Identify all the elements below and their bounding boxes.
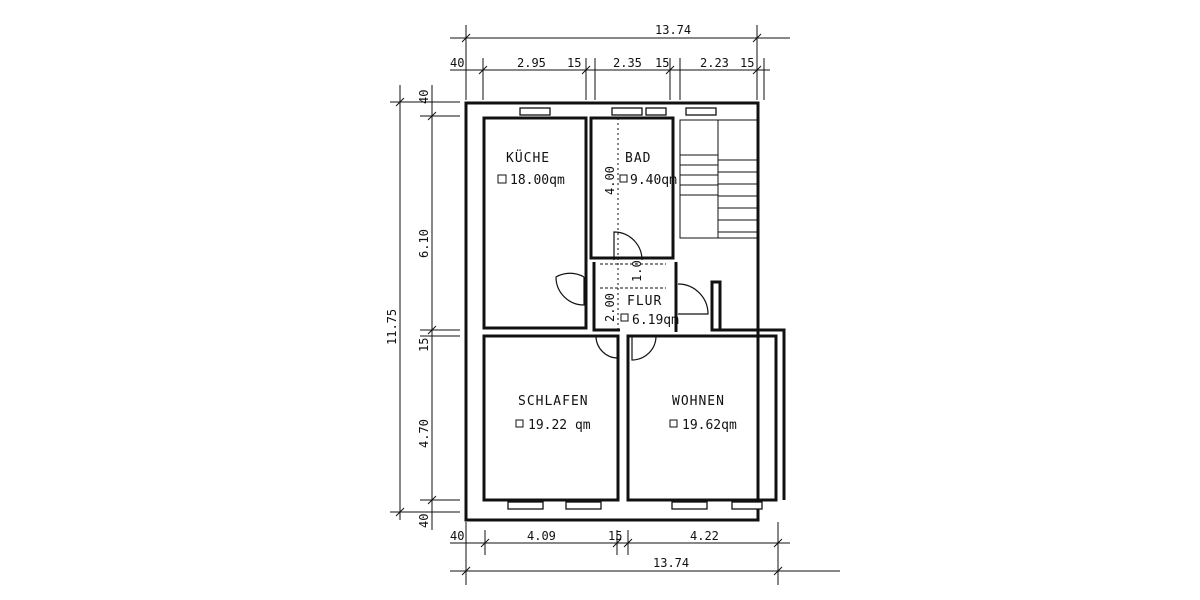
dim-bottom-schlafen: 4.09 — [527, 529, 556, 543]
area-marker-kueche — [497, 174, 507, 184]
room-name-schlafen: SCHLAFEN — [518, 394, 589, 409]
room-area-kueche: 18.00qm — [510, 173, 565, 188]
area-marker-wohnen — [669, 419, 678, 428]
room-name-kueche: KÜCHE — [506, 149, 550, 166]
room-name-wohnen: WOHNEN — [672, 394, 725, 409]
dim-left-wall-top: 40 — [417, 90, 431, 104]
door-bad — [613, 231, 643, 261]
room-area-flur: 6.19qm — [632, 313, 679, 328]
room-schlafen: SCHLAFEN 19.22 qm — [515, 394, 591, 433]
window-bad-2 — [645, 107, 667, 116]
room-kueche: KÜCHE 18.00qm — [497, 149, 565, 188]
door-kueche — [555, 272, 585, 306]
room-flur: FLUR 6.19qm 2.00 1.0 — [603, 260, 679, 328]
door-entrance — [677, 283, 709, 315]
window-wohnen-2 — [731, 501, 763, 510]
window-stair — [685, 107, 717, 116]
window-schlafen-1 — [507, 501, 544, 510]
dim-top-kueche: 2.95 — [517, 56, 546, 70]
walls — [464, 101, 786, 522]
dim-left-upper: 6.10 — [417, 229, 431, 258]
dim-flur-upper: 1.0 — [630, 260, 644, 282]
dim-top-total: 13.74 — [655, 23, 691, 37]
outer-wall — [464, 101, 760, 522]
room-name-flur: FLUR — [627, 294, 662, 309]
dim-bottom-wall-left: 40 — [450, 529, 464, 543]
area-marker-schlafen — [515, 419, 524, 428]
top-dimension-chain: 13.74 40 2.95 15 2.35 15 2.23 15 — [450, 23, 790, 100]
dim-top-wall-left: 40 — [450, 56, 464, 70]
wohnen-outer-extension — [720, 328, 786, 500]
dim-top-bad: 2.35 — [613, 56, 642, 70]
schlafen-walls — [482, 334, 620, 502]
dim-bottom-wohnen: 4.22 — [690, 529, 719, 543]
dim-left-total: 11.75 — [385, 309, 399, 345]
room-area-bad: 9.40qm — [630, 173, 677, 188]
staircase — [679, 119, 758, 239]
dim-top-wall-1: 15 — [567, 56, 581, 70]
dim-bad-height: 4.00 — [603, 166, 617, 195]
stair-wall-post — [710, 280, 722, 332]
door-schlafen — [595, 335, 619, 359]
room-area-schlafen: 19.22 qm — [528, 418, 591, 433]
window-kueche — [519, 107, 551, 116]
windows — [507, 107, 763, 510]
window-wohnen-1 — [671, 501, 708, 510]
room-bad: BAD 9.40qm 4.00 — [603, 151, 677, 195]
dim-left-wall-mid: 15 — [417, 338, 431, 352]
wohnen-walls — [626, 334, 778, 502]
dim-top-wall-2: 15 — [655, 56, 669, 70]
kueche-walls — [482, 116, 588, 330]
bad-walls — [589, 116, 675, 260]
window-schlafen-2 — [565, 501, 602, 510]
dim-bottom-total: 13.74 — [653, 556, 689, 570]
bottom-dimension-chain: 40 4.09 15 4.22 13.74 — [450, 522, 840, 585]
doors — [555, 118, 709, 361]
dim-bottom-wall-mid: 15 — [608, 529, 622, 543]
dim-left-wall-bottom: 40 — [417, 514, 431, 528]
area-marker-bad — [619, 174, 628, 183]
room-name-bad: BAD — [625, 151, 651, 166]
room-area-wohnen: 19.62qm — [682, 418, 737, 433]
dim-top-wall-3: 15 — [740, 56, 754, 70]
dim-left-lower: 4.70 — [417, 419, 431, 448]
area-marker-flur — [620, 313, 629, 322]
dim-flur-height: 2.00 — [603, 293, 617, 322]
dim-top-stair: 2.23 — [700, 56, 729, 70]
window-bad — [611, 107, 643, 116]
left-dimension-chain: 11.75 40 6.10 15 4.70 40 — [385, 85, 460, 530]
door-wohnen — [631, 335, 657, 361]
room-wohnen: WOHNEN 19.62qm — [669, 394, 737, 433]
flur-wall-left — [592, 262, 620, 332]
